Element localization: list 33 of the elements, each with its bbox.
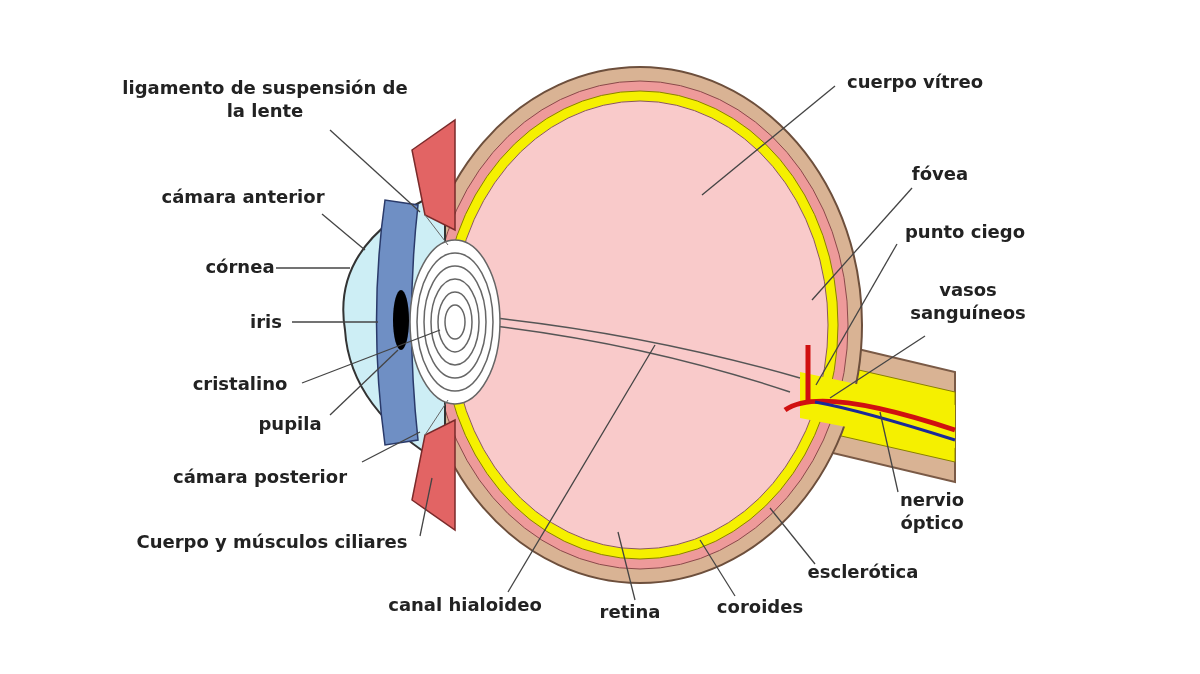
part-label: pupila	[258, 412, 322, 436]
part-label: ligamento de suspensión de la lente	[120, 76, 410, 123]
part-label: córnea	[205, 255, 275, 279]
leader-line	[829, 335, 926, 399]
part-label: nervio óptico	[882, 488, 982, 535]
leader-line	[507, 344, 656, 593]
leader-line	[419, 477, 433, 537]
leader-line	[329, 349, 399, 416]
leader-line	[291, 321, 379, 323]
part-label: canal hialoideo	[388, 593, 542, 617]
leader-line	[879, 411, 899, 493]
part-label: coroides	[716, 595, 804, 619]
leader-line	[701, 85, 836, 196]
leader-line	[815, 243, 898, 386]
part-label: fóvea	[911, 162, 969, 186]
leader-line	[321, 213, 366, 251]
part-label: cuerpo vítreo	[847, 70, 983, 94]
leader-line	[361, 431, 421, 463]
part-label: cristalino	[192, 372, 288, 396]
leader-line	[811, 187, 913, 301]
part-label: retina	[599, 600, 661, 624]
part-label: iris	[250, 310, 282, 334]
part-label: esclerótica	[807, 560, 919, 584]
leader-line	[769, 507, 816, 565]
part-label: punto ciego	[904, 220, 1026, 244]
part-label: cámara posterior	[172, 465, 348, 489]
leader-line	[699, 539, 736, 597]
leader-line	[301, 329, 441, 384]
part-label: cámara anterior	[161, 185, 325, 209]
part-label: Cuerpo y músculos ciliares	[136, 530, 408, 554]
part-label: vasos sanguíneos	[903, 278, 1033, 325]
leader-line	[275, 267, 351, 269]
leader-line	[329, 129, 421, 213]
